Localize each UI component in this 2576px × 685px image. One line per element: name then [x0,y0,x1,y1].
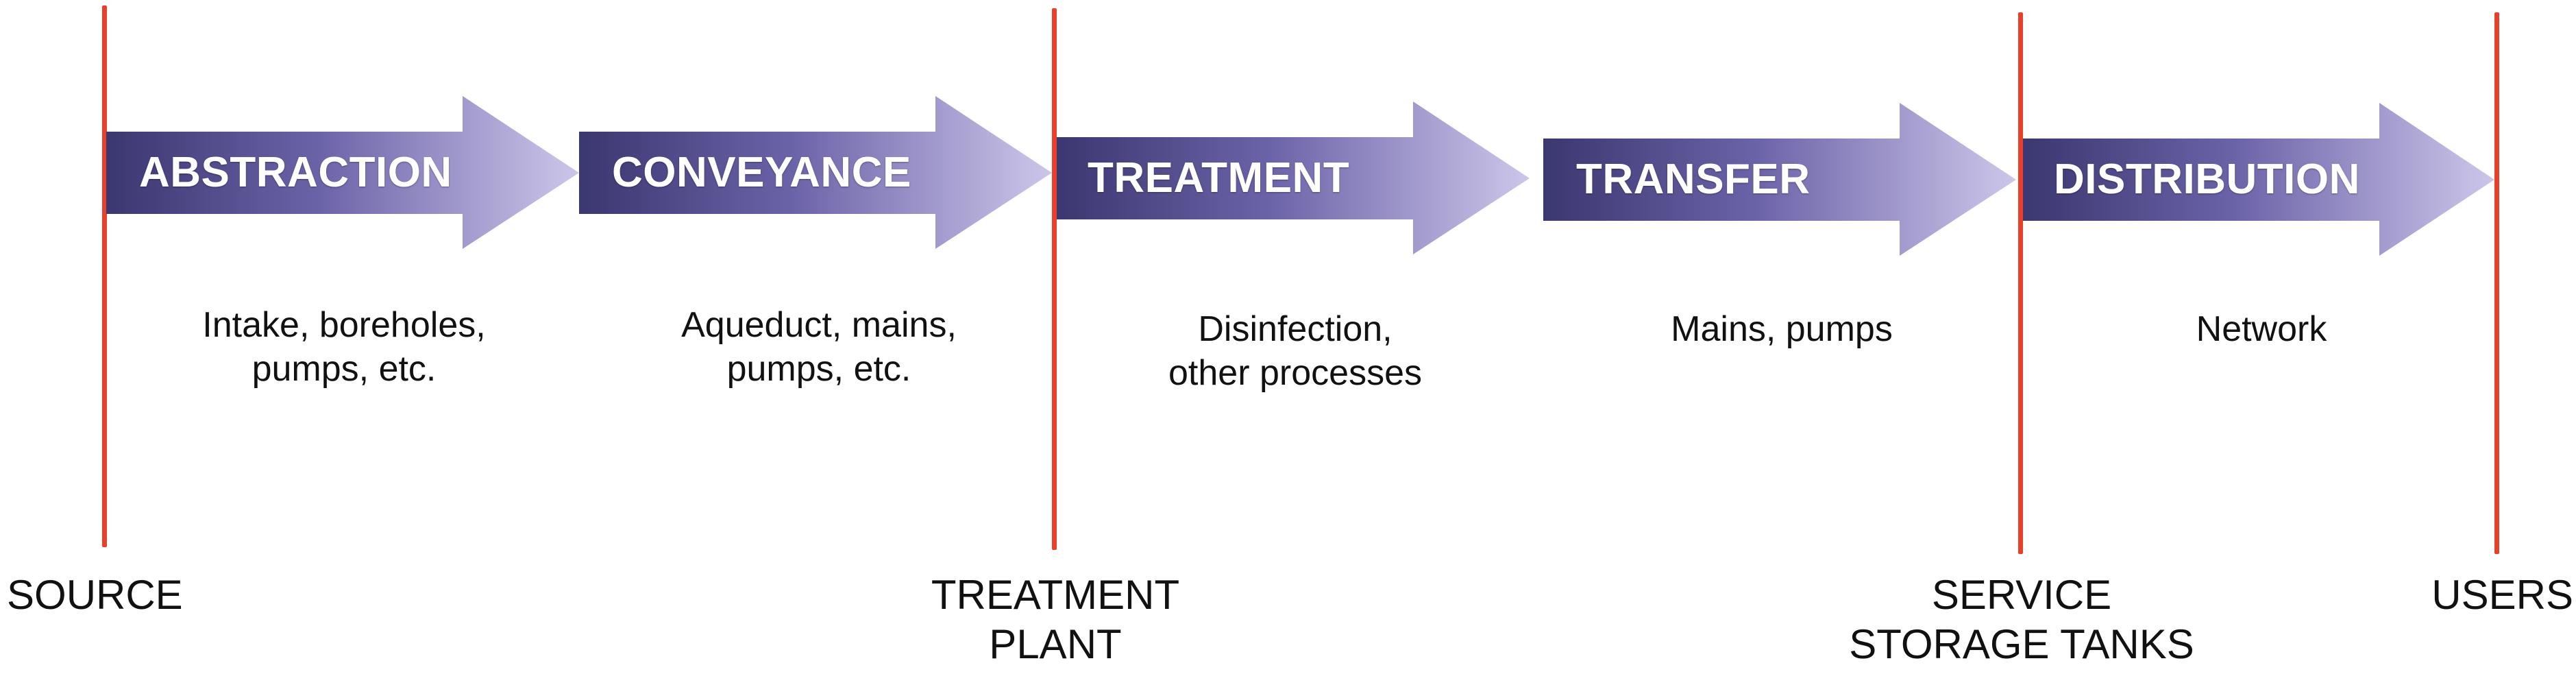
point-label-source: SOURCE [7,572,183,618]
arrow-shape [1543,103,2016,256]
users-marker-line [2494,12,2499,554]
point-label-treatment-plant: TREATMENT PLANT [931,572,1180,667]
arrow-shape [579,96,1052,249]
stage-arrow-distribution: DISTRIBUTION [2023,103,2494,256]
point-label-service-storage-tanks: SERVICE STORAGE TANKS [1849,572,2194,667]
stage-description-distribution: Network [2196,309,2327,349]
stage-label: CONVEYANCE [612,149,911,196]
treatment-plant-marker-line [1052,8,1057,550]
arrow-shape [106,96,579,249]
stage-description-transfer: Mains, pumps [1671,309,1893,349]
arrow-shape [2023,103,2494,256]
stage-label: TREATMENT [1088,154,1350,202]
stage-arrow-conveyance: CONVEYANCE [579,96,1052,249]
source-marker-line [102,5,107,547]
stage-description-abstraction: Intake, boreholes, pumps, etc. [202,305,486,389]
stage-arrow-abstraction: ABSTRACTION [106,96,579,249]
stage-label: TRANSFER [1576,156,1811,203]
stage-description-conveyance: Aqueduct, mains, pumps, etc. [681,305,957,389]
stage-arrow-treatment: TREATMENT [1057,101,1530,254]
stage-description-treatment: Disinfection, other processes [1168,309,1422,393]
point-label-users: USERS [2431,572,2573,618]
stage-arrow-transfer: TRANSFER [1543,103,2016,256]
service-storage-marker-line [2018,12,2023,554]
stage-label: DISTRIBUTION [2054,156,2360,203]
stage-label: ABSTRACTION [139,149,452,196]
arrow-shape [1057,101,1530,254]
